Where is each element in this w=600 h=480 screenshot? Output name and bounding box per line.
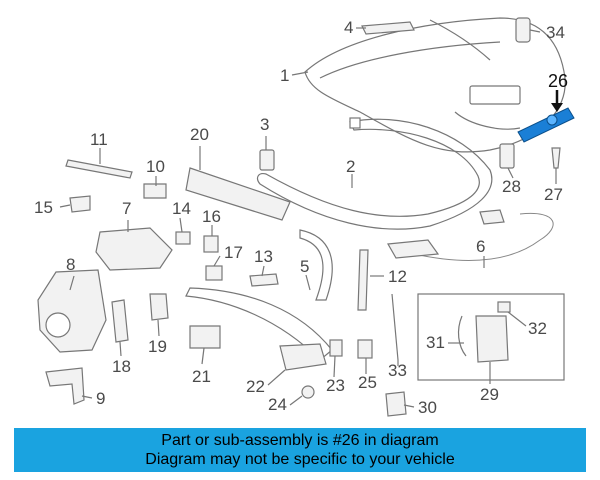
clip-part xyxy=(203,235,219,253)
bracket-part xyxy=(385,391,407,417)
gas-strut-part xyxy=(65,159,133,179)
callout-24: 24 xyxy=(268,395,287,414)
rod-part xyxy=(111,299,129,343)
screw-part xyxy=(301,385,315,399)
pad-part xyxy=(249,273,279,287)
gas-strut-part xyxy=(357,249,369,311)
callout-10: 10 xyxy=(146,157,165,176)
banner-line-part-number: Part or sub-assembly is #26 in diagram xyxy=(161,432,439,449)
callout-7: 7 xyxy=(122,199,132,218)
callout-25: 25 xyxy=(358,373,377,392)
bumper-part xyxy=(499,143,515,169)
callout-31: 31 xyxy=(426,333,445,352)
clip-part xyxy=(329,339,343,357)
callout-27: 27 xyxy=(544,185,563,204)
hinge-bracket-part xyxy=(185,167,291,221)
callout-32: 32 xyxy=(528,319,547,338)
callout-21: 21 xyxy=(192,367,211,386)
callout-23: 23 xyxy=(326,376,345,395)
clip-part xyxy=(357,339,373,359)
callout-5: 5 xyxy=(300,257,310,276)
bracket-part xyxy=(69,195,91,213)
fastener-part xyxy=(551,147,561,169)
emblem-part xyxy=(515,17,531,43)
callout-9: 9 xyxy=(96,389,106,408)
callout-12: 12 xyxy=(388,267,407,286)
weatherstrip-clip xyxy=(349,117,361,129)
callout-20: 20 xyxy=(190,125,209,144)
trunk-lid-part xyxy=(304,17,566,153)
weatherstrip-part xyxy=(256,118,493,230)
callout-33: 33 xyxy=(388,361,407,380)
callout-19: 19 xyxy=(148,337,167,356)
parts-diagram: 1 2 3 4 5 6 7 8 9 10 11 12 13 14 15 16 1… xyxy=(34,17,575,417)
molding-part xyxy=(361,21,415,35)
callout-6: 6 xyxy=(476,237,486,256)
callout-22: 22 xyxy=(246,377,265,396)
latch-cover-part xyxy=(95,227,173,271)
clip-part xyxy=(497,301,511,313)
callout-4: 4 xyxy=(344,18,354,37)
banner-line-disclaimer: Diagram may not be specific to your vehi… xyxy=(145,451,455,468)
callout-34: 34 xyxy=(546,23,565,42)
rod-part xyxy=(391,293,399,361)
bracket-part xyxy=(45,367,85,405)
callout-30: 30 xyxy=(418,398,437,417)
clip-part xyxy=(175,231,191,245)
callout-15: 15 xyxy=(34,198,53,217)
callout-8: 8 xyxy=(66,255,76,274)
callout-11: 11 xyxy=(90,130,108,149)
callout-29: 29 xyxy=(480,385,499,404)
callout-16: 16 xyxy=(202,207,221,226)
bracket-part xyxy=(143,183,167,199)
bumper-part xyxy=(259,149,275,171)
cable-part xyxy=(389,212,554,261)
callout-26-highlighted: 26 xyxy=(548,71,569,91)
callout-13: 13 xyxy=(254,247,273,266)
leader-lines xyxy=(59,27,557,408)
motor-part xyxy=(279,343,327,371)
actuator-part xyxy=(475,315,509,363)
clip-part xyxy=(149,293,169,321)
callout-28: 28 xyxy=(502,177,521,196)
bracket-part xyxy=(189,325,221,349)
clip-part xyxy=(205,265,223,281)
highlighted-part-26 xyxy=(517,90,575,143)
callout-17: 17 xyxy=(224,243,243,262)
callout-18: 18 xyxy=(112,357,131,376)
info-banner: Part or sub-assembly is #26 in diagram D… xyxy=(14,428,586,472)
callout-1: 1 xyxy=(280,66,290,85)
callout-14: 14 xyxy=(172,199,191,218)
callout-3: 3 xyxy=(260,115,270,134)
callout-2: 2 xyxy=(346,157,356,176)
rod-part xyxy=(457,315,467,357)
diagram-drawing xyxy=(37,17,575,417)
sub-assembly-box xyxy=(417,293,565,381)
